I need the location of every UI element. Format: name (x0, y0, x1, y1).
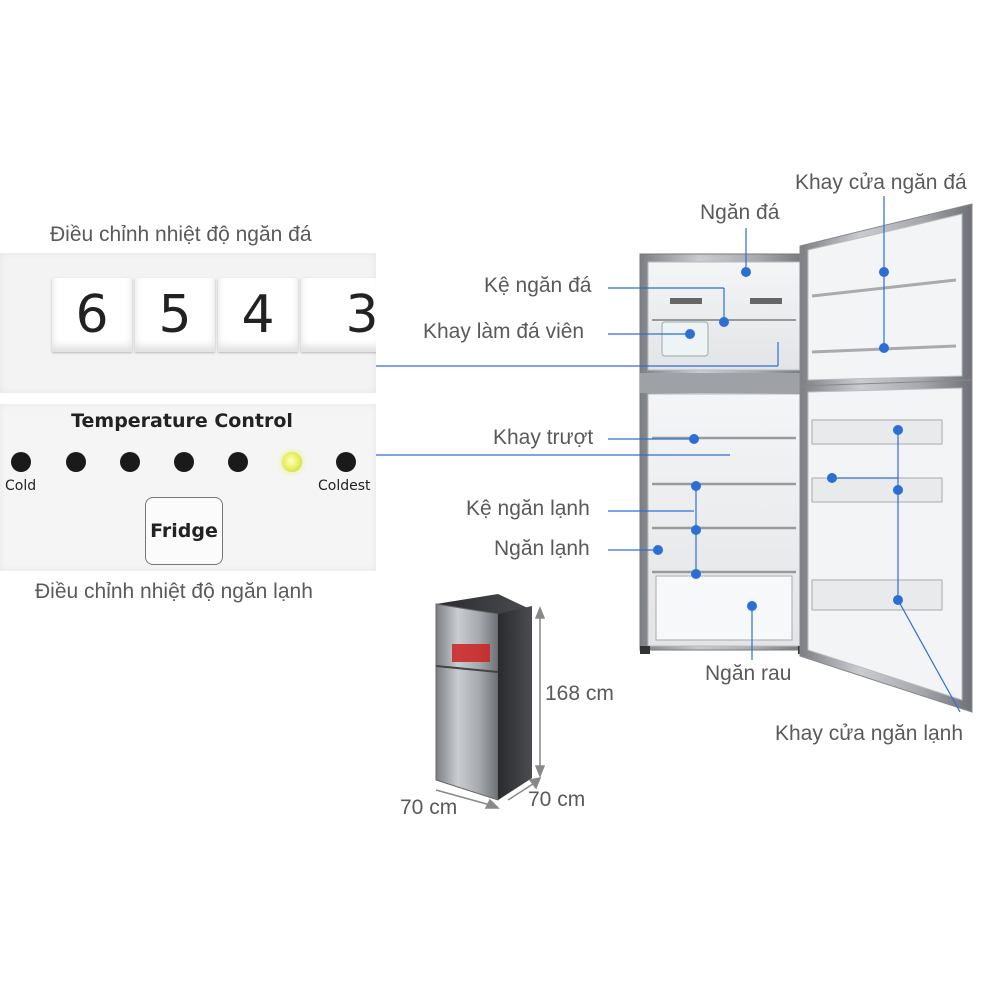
fridge-button[interactable]: Fridge (145, 497, 223, 565)
level-dot-5 (228, 452, 248, 472)
callout-fridge: Ngăn lạnh (494, 537, 590, 560)
dimension-width: 70 cm (400, 796, 458, 819)
callout-freezer-shelf: Kệ ngăn đá (484, 274, 592, 297)
dimension-depth: 70 cm (528, 788, 586, 811)
callout-lines (376, 196, 961, 713)
callout-dots (653, 267, 903, 611)
level-dot-4 (174, 452, 194, 472)
dial-number-4: 4 (218, 278, 298, 352)
fridge-control-caption: Điều chỉnh nhiệt độ ngăn lạnh (35, 580, 313, 603)
dial-number-5: 5 (135, 278, 215, 352)
level-dot-7 (336, 452, 356, 472)
fridge-temp-panel: Temperature Control Cold Coldest Fridge (0, 404, 376, 571)
callout-freezer: Ngăn đá (700, 201, 780, 224)
dimension-arrows (435, 605, 546, 809)
level-dot-2 (66, 452, 86, 472)
cold-label: Cold (5, 478, 37, 494)
dimension-height: 168 cm (545, 682, 614, 705)
callout-fridge-door-tray: Khay cửa ngăn lạnh (775, 722, 964, 745)
open-doors (799, 203, 973, 713)
level-dot-6-active (282, 452, 302, 472)
callout-freezer-door-tray: Khay cửa ngăn đá (795, 171, 967, 194)
level-dot-1 (11, 452, 31, 472)
freezer-control-caption: Điều chỉnh nhiệt độ ngăn đá (50, 223, 312, 246)
closed-fridge-illustration (435, 594, 532, 801)
callout-fridge-shelf: Kệ ngăn lạnh (466, 497, 590, 520)
freezer-dial-panel: 6 5 4 3 (0, 253, 376, 393)
coldest-label: Coldest (318, 478, 371, 494)
dial-number-6: 6 (52, 278, 132, 352)
callout-vegetable-drawer: Ngăn rau (705, 662, 792, 685)
open-fridge-body (639, 253, 811, 654)
callout-ice-tray: Khay làm đá viên (423, 320, 585, 343)
dial-number-3: 3 (301, 278, 376, 352)
level-dot-3 (120, 452, 140, 472)
temperature-control-title: Temperature Control (71, 410, 293, 432)
callout-sliding-tray: Khay trượt (493, 426, 594, 449)
